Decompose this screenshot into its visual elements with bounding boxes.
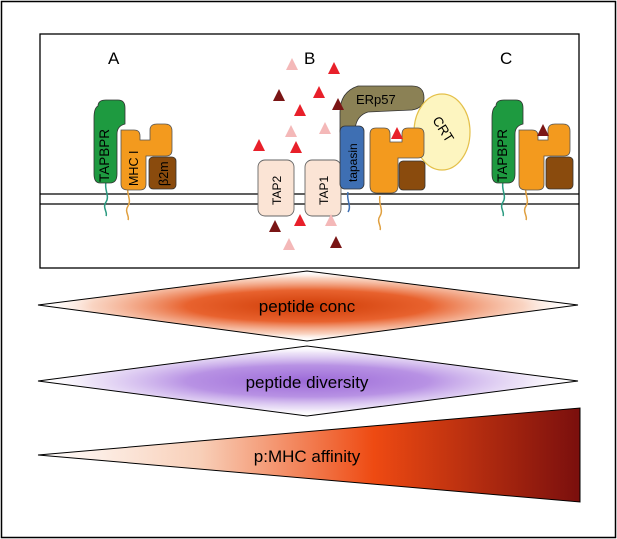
affinity-label: p:MHC affinity [254, 447, 361, 466]
mhc-label-a: MHC I [127, 151, 141, 186]
tap2-label: TAP2 [270, 176, 284, 205]
peptide [283, 238, 295, 250]
peptide [286, 58, 298, 70]
tap1-label: TAP1 [317, 176, 331, 205]
panel-label-b: B [304, 49, 315, 68]
mhc-tail-a [125, 185, 131, 221]
mhc-tail-plc [377, 195, 383, 231]
er-panel: A B C TAPBPR MHC I β2m TAP2 TAP1 ERp57 [39, 33, 580, 269]
peptide [313, 86, 325, 98]
tap2-protein [257, 159, 295, 217]
complex-a: TAPBPR MHC I β2m [93, 99, 177, 221]
peptide-conc-diamond [37, 270, 579, 342]
peptide-bound-plc [391, 127, 403, 139]
peptide-diversity-label: peptide diversity [246, 373, 369, 392]
peptide-conc-gradient: peptide conc [37, 270, 579, 342]
peptide [319, 122, 331, 134]
peptide [294, 214, 306, 226]
b2m-protein-plc [398, 160, 426, 191]
mhc-tail-c [523, 185, 529, 221]
mhc-heavy-chain-a [120, 123, 173, 191]
peptide [325, 214, 337, 226]
tapasin-protein [339, 125, 365, 190]
peptide [294, 104, 306, 116]
mhc-heavy-chain-c [518, 123, 571, 191]
b2m-protein-c [545, 156, 574, 190]
erp57-label: ERp57 [356, 92, 396, 107]
peptide [290, 141, 302, 153]
peptide-conc-label: peptide conc [259, 297, 356, 316]
tap1-protein [304, 159, 342, 217]
peptide [328, 62, 340, 74]
affinity-gradient: p:MHC affinity [37, 407, 581, 503]
peptide-loading-complex: ERp57 CRT tapasin [339, 85, 471, 231]
complex-c: TAPBPR [491, 99, 574, 221]
erp57-protein [339, 85, 425, 133]
tapasin-tail [346, 191, 351, 213]
peptide [273, 89, 285, 101]
b2m-protein-a [148, 156, 177, 190]
mhc-heavy-chain-plc [369, 127, 425, 194]
tapasin-label: tapasin [346, 143, 360, 182]
peptide-diversity-gradient: peptide diversity [37, 345, 579, 417]
panel-label-c: C [500, 49, 512, 68]
b2m-label-a: β2m [157, 161, 171, 186]
tapbpr-label-c: TAPBPR [495, 129, 510, 182]
affinity-wedge [37, 407, 581, 503]
tapbpr-tail-a [103, 181, 109, 217]
peptide [285, 125, 297, 137]
tapbpr-protein-c [491, 99, 524, 184]
peptide-diversity-diamond [37, 345, 579, 417]
peptide [330, 236, 342, 248]
tapbpr-protein-a [93, 99, 126, 184]
peptide [332, 98, 344, 110]
tapbpr-label-a: TAPBPR [97, 129, 112, 182]
tap-transporter: TAP2 TAP1 [257, 159, 342, 217]
tapbpr-tail-c [500, 181, 506, 217]
free-peptides [253, 58, 344, 250]
panel-label-a: A [108, 49, 120, 68]
peptide-bound-c [537, 124, 549, 136]
peptide [269, 220, 281, 232]
peptide [253, 139, 265, 151]
